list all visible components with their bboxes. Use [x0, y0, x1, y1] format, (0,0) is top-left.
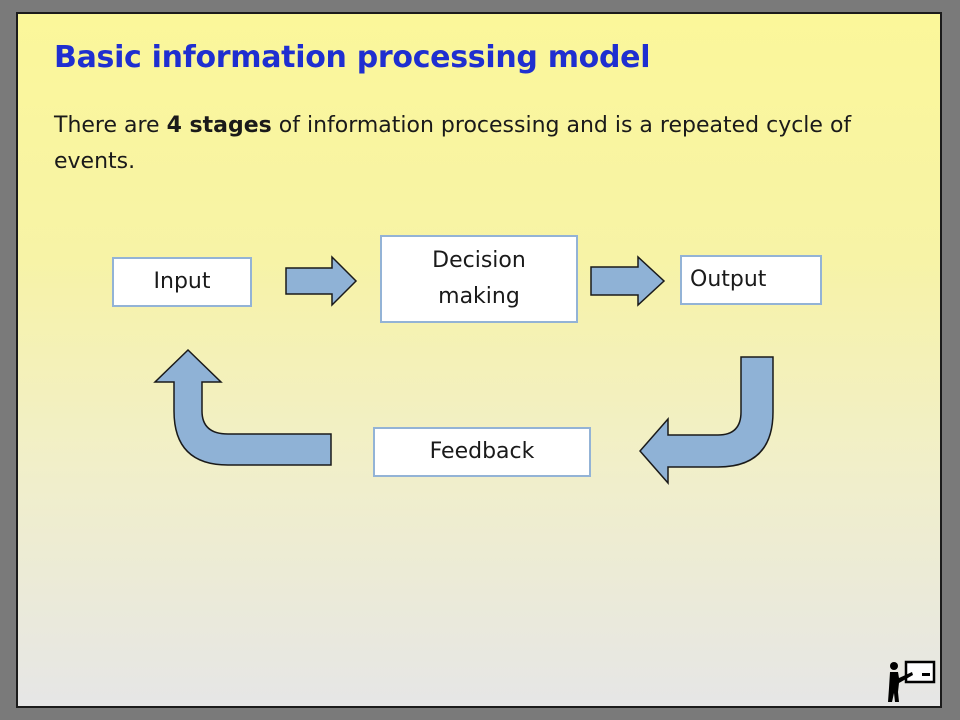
stage-decision-box: Decision making — [380, 235, 578, 323]
arrow-output-to-feedback — [639, 356, 774, 485]
intro-text-start: There are — [54, 113, 167, 138]
slide-title: Basic information processing model — [54, 40, 651, 75]
stage-feedback-label: Feedback — [429, 439, 535, 464]
intro-text-bold: 4 stages — [166, 113, 272, 138]
stage-decision-line1: Decision — [432, 248, 526, 273]
slide: Basic information processing model There… — [16, 12, 942, 708]
stage-decision-line2: making — [438, 284, 520, 309]
teacher-at-board-icon[interactable] — [886, 658, 936, 704]
intro-text-end: of information processing and is a repea… — [54, 113, 852, 174]
diagram-arrows — [153, 255, 774, 485]
stage-output-label: Output — [690, 267, 767, 292]
stage-feedback-box: Feedback — [373, 427, 591, 477]
arrow-decision-to-output — [590, 255, 666, 307]
stage-decision-label: Decision making — [432, 243, 526, 315]
arrow-input-to-decision — [285, 255, 358, 307]
intro-text: There are 4 stages of information proces… — [54, 108, 874, 180]
stage-input-box: Input — [112, 257, 252, 307]
arrow-feedback-to-input — [153, 348, 332, 466]
stage-input-label: Input — [153, 269, 211, 294]
stage-output-box: Output — [680, 255, 822, 305]
